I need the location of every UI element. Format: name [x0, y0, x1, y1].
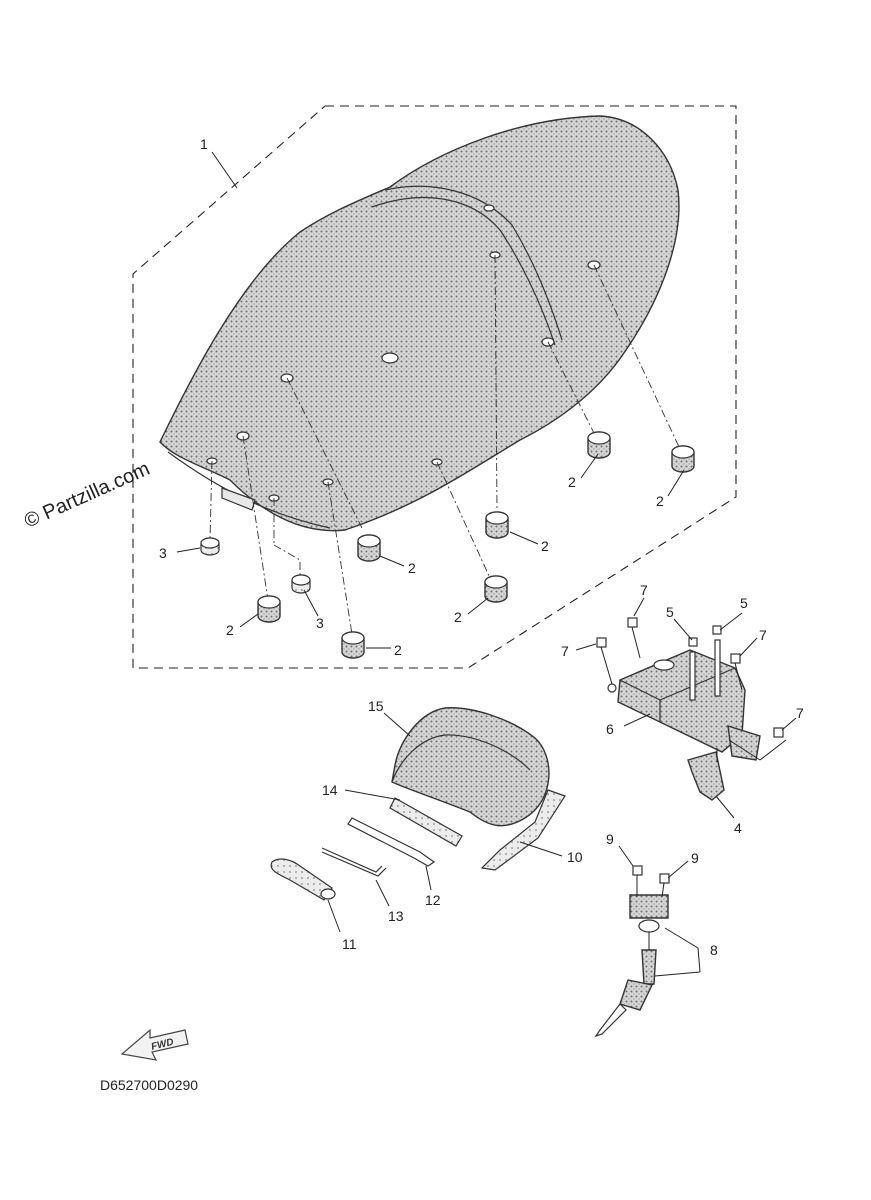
callout-7: 7 [640, 582, 648, 598]
mounting-axis-lines [209, 254, 681, 635]
screw[interactable] [627, 617, 641, 659]
callout-11: 11 [342, 936, 357, 952]
callout-2: 2 [226, 622, 234, 638]
screw[interactable] [632, 865, 643, 897]
callout-3: 3 [159, 545, 167, 561]
assembly-boundary [132, 105, 737, 669]
callout-1: 1 [200, 136, 208, 152]
screw[interactable] [659, 873, 670, 898]
damper-rubber[interactable] [257, 595, 281, 623]
screwdriver[interactable] [347, 817, 436, 867]
screw[interactable] [596, 637, 613, 685]
lock-cylinder[interactable] [594, 894, 669, 1038]
callout-5: 5 [740, 595, 748, 611]
tool-tube[interactable] [389, 797, 463, 847]
damper-rubber[interactable] [485, 511, 509, 539]
callout-6: 6 [606, 721, 614, 737]
screw[interactable] [730, 653, 743, 691]
hex-wrench[interactable] [321, 847, 387, 877]
callout-8: 8 [710, 942, 718, 958]
callout-7: 7 [561, 643, 569, 659]
callout-5: 5 [666, 604, 674, 620]
storage-bag[interactable] [391, 707, 550, 827]
screw[interactable] [773, 727, 784, 738]
callout-13: 13 [388, 908, 404, 924]
leader-lines [176, 151, 797, 977]
callout-4: 4 [734, 820, 742, 836]
callout-12: 12 [425, 892, 441, 908]
callout-2: 2 [568, 474, 576, 490]
fwd-label: FWD [150, 1037, 175, 1053]
seat-lock-hook[interactable] [687, 748, 725, 801]
callout-2: 2 [541, 538, 549, 554]
seat-lock-bracket[interactable] [607, 639, 761, 761]
forward-arrow-icon: FWD [120, 1028, 189, 1061]
callout-9: 9 [691, 850, 699, 866]
callout-7: 7 [759, 627, 767, 643]
diagram-code: D652700D0290 [100, 1077, 198, 1093]
callout-2: 2 [408, 560, 416, 576]
nut[interactable] [712, 625, 722, 635]
small-damper[interactable] [200, 537, 220, 556]
small-damper[interactable] [291, 574, 311, 594]
callout-2: 2 [394, 642, 402, 658]
callout-14: 14 [322, 782, 338, 798]
callout-9: 9 [606, 831, 614, 847]
damper-rubber[interactable] [341, 631, 365, 659]
callout-2: 2 [454, 609, 462, 625]
nut[interactable] [688, 637, 698, 647]
callout-3: 3 [316, 615, 324, 631]
damper-rubber[interactable] [671, 445, 695, 473]
damper-rubber[interactable] [357, 534, 381, 562]
callout-2: 2 [656, 493, 664, 509]
damper-rubber[interactable] [484, 575, 508, 603]
band[interactable] [480, 789, 566, 871]
handle[interactable] [270, 858, 336, 901]
callout-labels: 1 2 2 2 2 2 2 2 3 3 4 5 5 6 7 7 7 7 8 9 … [159, 136, 804, 958]
callout-7: 7 [796, 705, 804, 721]
callout-10: 10 [567, 849, 583, 865]
damper-rubber[interactable] [587, 431, 611, 459]
seat[interactable] [159, 115, 680, 532]
callout-15: 15 [368, 698, 384, 714]
